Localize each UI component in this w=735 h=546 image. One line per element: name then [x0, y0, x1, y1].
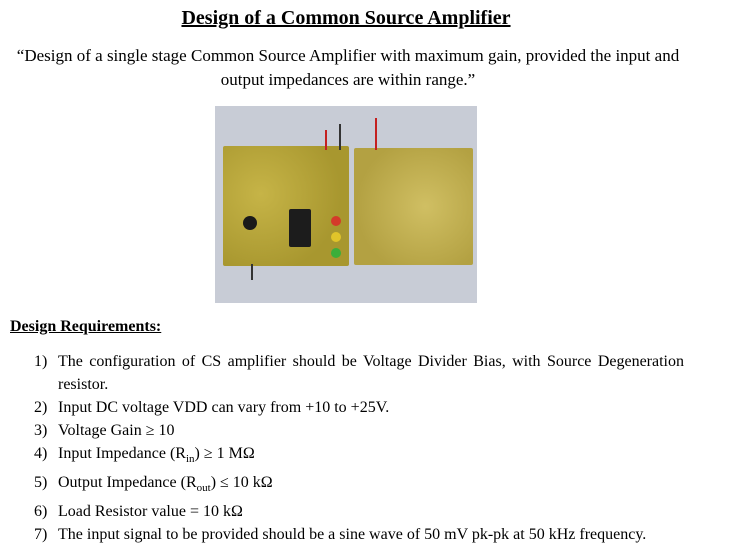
list-item: 2) Input DC voltage VDD can vary from +1…: [34, 399, 390, 416]
list-item: 3) Voltage Gain ≥ 10: [34, 422, 175, 439]
list-item: 1) The configuration of CS amplifier sho…: [34, 353, 684, 393]
component-side-board: [223, 146, 349, 266]
section-heading: Design Requirements:: [10, 318, 162, 335]
list-item: 5) Output Impedance (Rout) ≤ 10 kΩ: [34, 474, 273, 495]
ic-chip: [289, 209, 311, 247]
list-item: 4) Input Impedance (Rin) ≥ 1 MΩ: [34, 445, 255, 466]
red-led: [331, 216, 341, 226]
solder-side-board: [354, 148, 473, 265]
page-title: Design of a Common Source Amplifier: [181, 7, 511, 29]
yellow-led: [331, 232, 341, 242]
list-item: 7) The input signal to be provided shoul…: [34, 526, 647, 544]
green-led: [331, 248, 341, 258]
intro-quote: “Design of a single stage Common Source …: [16, 46, 680, 89]
red-wire: [325, 130, 327, 150]
list-item: 6) Load Resistor value = 10 kΩ: [34, 503, 243, 521]
circuit-board-photo: [215, 106, 477, 303]
red-wire-right: [375, 118, 377, 150]
capacitor: [243, 216, 257, 230]
black-wire: [339, 124, 341, 150]
black-wire-bottom: [251, 264, 253, 280]
requirements-list: 1) The configuration of CS amplifier sho…: [34, 350, 684, 546]
